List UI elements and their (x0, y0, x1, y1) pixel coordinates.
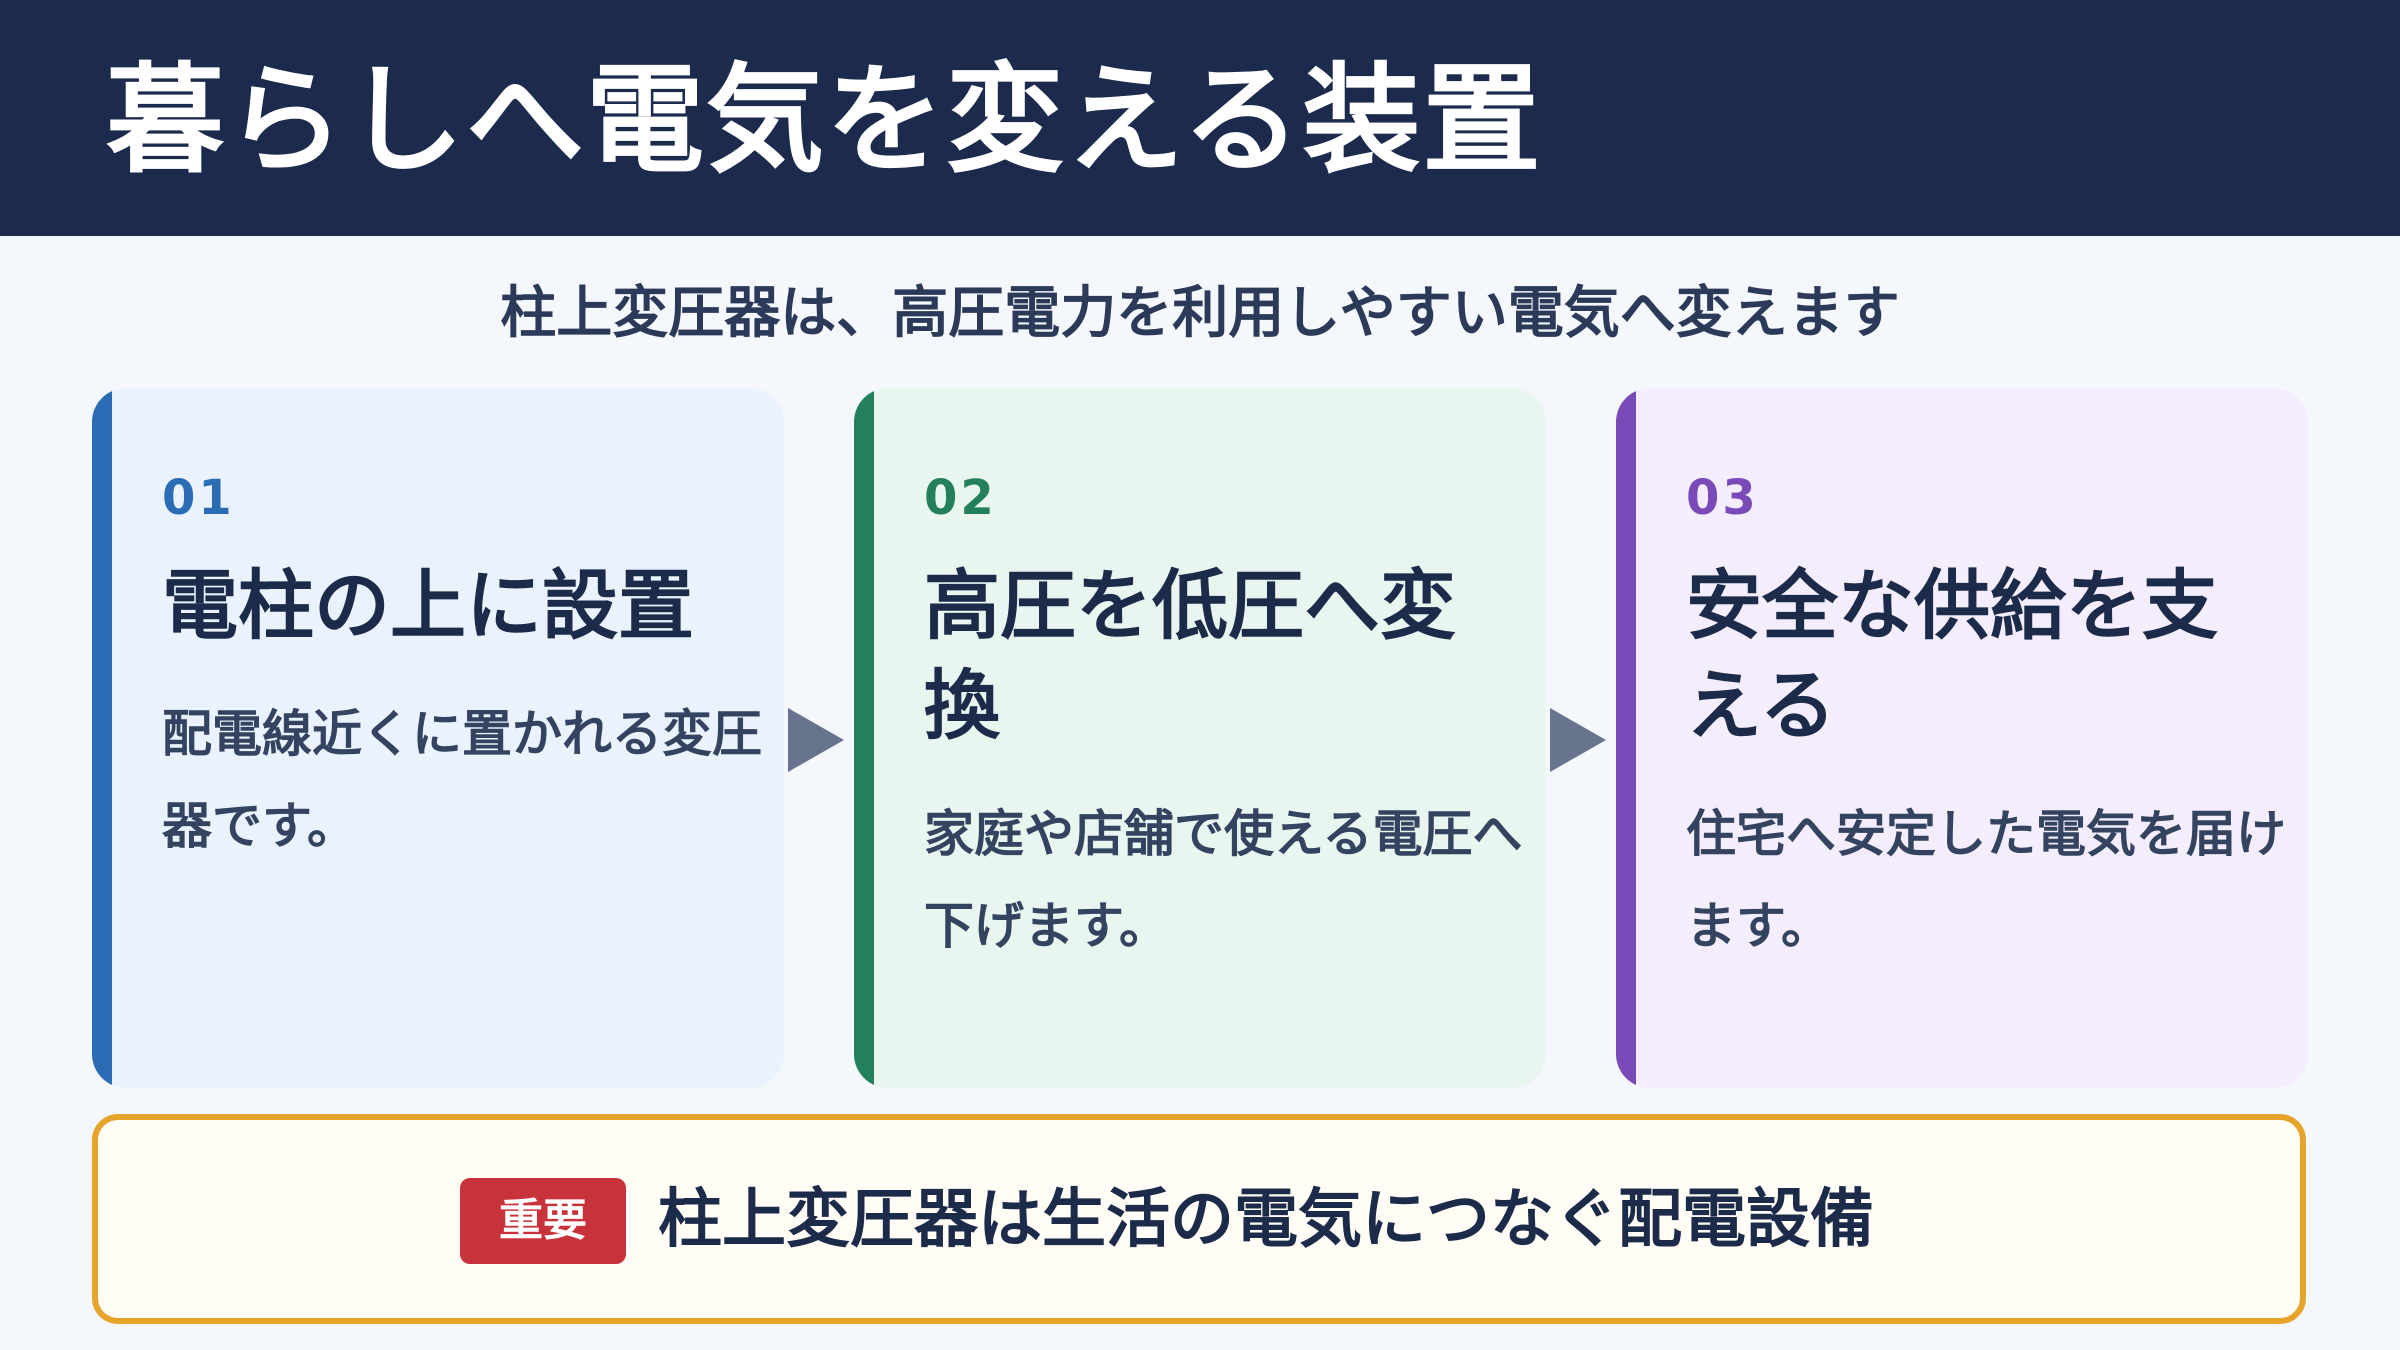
card-accent-bar (92, 388, 112, 1088)
important-callout: 重要 柱上変圧器は生活の電気につなぐ配電設備 (92, 1114, 2306, 1324)
page-title: 暮らしへ電気を変える装置 (106, 51, 1543, 189)
step-heading: 電柱の上に設置 (162, 561, 694, 650)
important-text: 柱上変圧器は生活の電気につなぐ配電設備 (658, 1183, 1874, 1257)
step-card-01: 01 電柱の上に設置 配電線近くに置かれる変圧器です。 (92, 388, 784, 1088)
card-accent-bar (1616, 388, 1636, 1088)
step-card-02: 02 高圧を低圧へ変換 家庭や店舗で使える電圧へ下げます。 (854, 388, 1546, 1088)
arrow-right-icon (1550, 708, 1606, 772)
step-description: 住宅へ安定した電気を届けます。 (1686, 805, 2286, 955)
step-number: 01 (162, 470, 235, 526)
step-number: 03 (1686, 470, 1759, 526)
page-subtitle: 柱上変圧器は、高圧電力を利用しやすい電気へ変えます (500, 281, 1900, 346)
step-number: 02 (924, 470, 997, 526)
step-card-03: 03 安全な供給を支える 住宅へ安定した電気を届けます。 (1616, 388, 2308, 1088)
card-accent-bar (854, 388, 874, 1088)
step-description: 配電線近くに置かれる変圧器です。 (162, 705, 762, 855)
step-heading: 安全な供給を支える (1686, 561, 2218, 750)
header-banner: 暮らしへ電気を変える装置 (0, 0, 2400, 236)
step-description: 家庭や店舗で使える電圧へ下げます。 (924, 805, 1523, 955)
arrow-right-icon (788, 708, 844, 772)
step-heading: 高圧を低圧へ変換 (924, 561, 1456, 750)
important-badge: 重要 (460, 1178, 626, 1264)
